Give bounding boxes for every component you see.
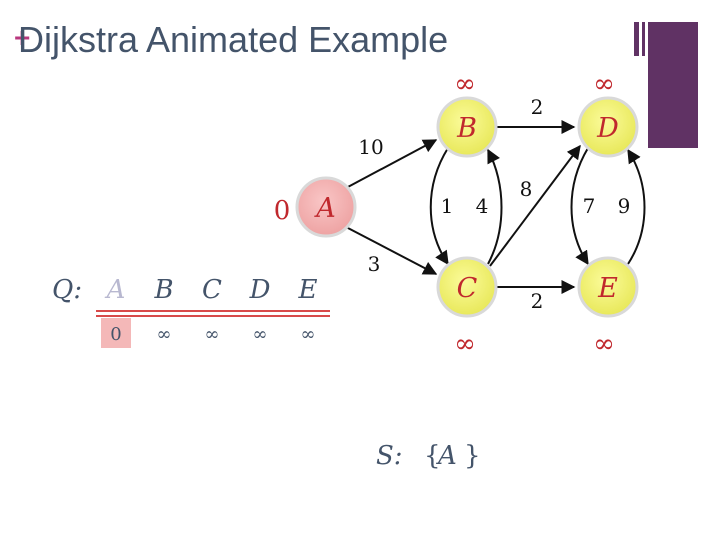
queue-value-d: ∞ <box>253 324 268 345</box>
edge-weight-c-e: 2 <box>531 289 544 313</box>
distance-label-c: ∞ <box>454 329 476 359</box>
edge-weight-e-d: 9 <box>618 194 631 218</box>
queue-column-d: D <box>249 275 271 305</box>
edge-e-d <box>627 148 646 265</box>
node-label-e: E <box>597 273 618 304</box>
queue-column-a: A <box>105 275 126 305</box>
set-label: S: <box>376 441 403 471</box>
accent-stripe <box>642 22 645 56</box>
queue-column-c: C <box>202 275 222 305</box>
set-members: A <box>436 441 457 471</box>
node-label-b: B <box>456 113 477 144</box>
edge-b-c <box>429 147 449 266</box>
accent-bar <box>648 22 698 148</box>
queue-value-b: ∞ <box>157 324 172 345</box>
queue-value-e: ∞ <box>301 324 316 345</box>
node-d <box>577 96 639 158</box>
edge-a-c <box>345 226 438 275</box>
queue-highlight-a <box>101 318 131 348</box>
edge-weight-a-c: 3 <box>368 252 381 276</box>
slide-title: Dijkstra Animated Example <box>18 19 449 60</box>
edge-c-d <box>489 144 581 267</box>
distance-label-e: ∞ <box>593 329 615 359</box>
edge-c-b <box>487 148 503 265</box>
bullet-plus-icon: + <box>14 22 31 53</box>
distance-label-d: ∞ <box>593 69 615 99</box>
set-brace-open: { <box>424 441 441 471</box>
queue-value-a: 0 <box>110 324 121 345</box>
distance-label-a: 0 <box>274 196 291 226</box>
edge-weight-b-d: 2 <box>531 95 544 119</box>
edge-weight-c-b: 4 <box>476 194 489 218</box>
edge-weight-d-e: 7 <box>583 194 596 218</box>
edge-weight-b-c: 1 <box>441 194 454 218</box>
accent-stripe <box>634 22 639 56</box>
edge-a-b <box>345 139 438 189</box>
edge-d-e <box>570 147 589 266</box>
edge-weight-a-b: 10 <box>358 135 383 159</box>
node-b <box>436 96 498 158</box>
node-a <box>295 176 357 238</box>
queue-column-e: E <box>298 275 318 305</box>
node-label-d: D <box>596 113 619 144</box>
node-c <box>436 256 498 318</box>
queue-label: Q: <box>52 275 82 305</box>
node-e <box>577 256 639 318</box>
edge-weight-c-d: 8 <box>520 177 533 201</box>
node-label-a: A <box>313 193 336 224</box>
set-brace-close: } <box>464 441 481 471</box>
node-label-c: C <box>457 273 478 304</box>
queue-value-c: ∞ <box>205 324 220 345</box>
queue-column-b: B <box>153 275 173 305</box>
distance-label-b: ∞ <box>454 69 476 99</box>
